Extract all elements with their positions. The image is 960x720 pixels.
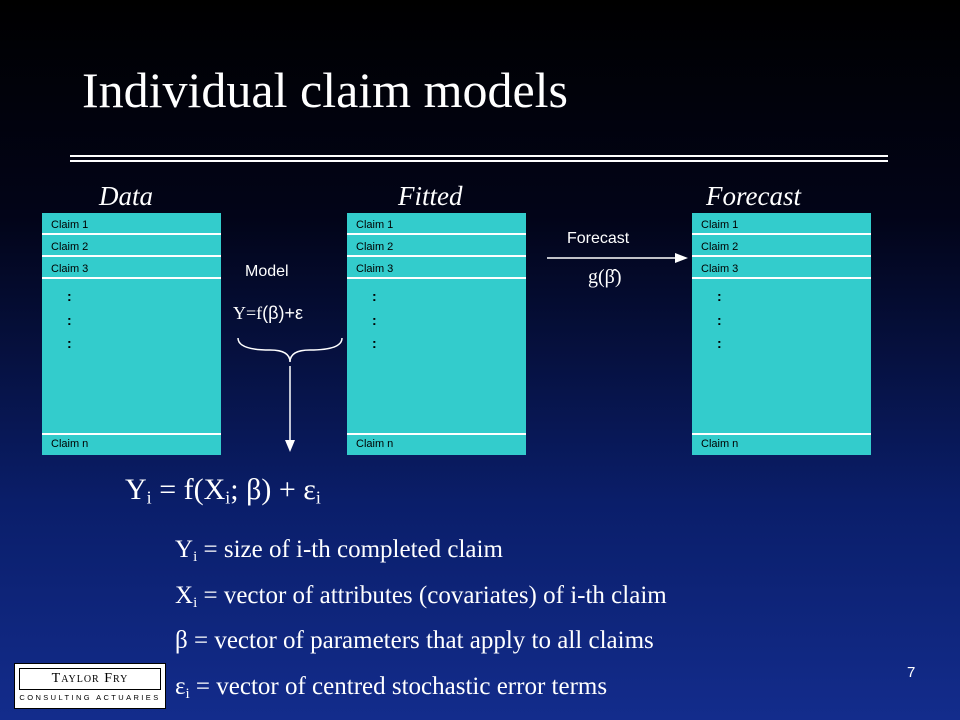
definition-symbol: β: [175, 627, 188, 654]
ellipsis-mark: :: [67, 335, 72, 351]
definition-symbol: ε: [175, 673, 186, 700]
model-equation-prefix: Y=f: [233, 303, 263, 323]
equation-sub: i: [146, 487, 152, 508]
definition-text: = vector of parameters that apply to all…: [187, 627, 654, 654]
logo-name: Taylor Fry: [19, 668, 161, 690]
company-logo: Taylor Fry CONSULTING ACTUARIES: [14, 663, 166, 709]
equation-sub: i: [225, 487, 231, 508]
claim-row: Claim 1: [692, 215, 871, 235]
claim-row: Claim 2: [692, 237, 871, 257]
column-heading-fitted: Fitted: [398, 181, 463, 211]
claim-row: Claim 1: [347, 215, 526, 235]
definition-line: Yi = size of i-th completed claim: [175, 533, 503, 574]
ellipsis-mark: :: [717, 335, 722, 351]
definition-text: = vector of attributes (covariates) of i…: [197, 582, 667, 609]
claims-panel-data: Claim 1 Claim 2 Claim 3 : : : Claim n: [42, 213, 221, 455]
title-rule-top: [70, 155, 888, 157]
ellipsis-mark: :: [372, 312, 377, 328]
definition-sub: i: [193, 594, 198, 611]
equation-tail: ; β) + ε: [230, 473, 316, 506]
ellipsis-mark: :: [67, 288, 72, 304]
definition-symbol: Y: [175, 536, 194, 563]
title-rule-bottom: [70, 160, 888, 162]
ellipsis-mark: :: [717, 312, 722, 328]
brace-arrow-graphic: [237, 337, 343, 452]
right-arrow-head-icon: [675, 253, 688, 263]
definition-sub: i: [193, 548, 198, 565]
model-equation: Y=f(β)+ε: [233, 303, 303, 324]
model-label: Model: [245, 263, 289, 280]
slide-title: Individual claim models: [82, 62, 569, 118]
forecast-function: g(β̂): [588, 266, 622, 288]
claim-row: Claim 3: [692, 259, 871, 279]
claim-row: Claim 1: [42, 215, 221, 235]
claim-row-last: Claim n: [347, 433, 526, 455]
claim-row: Claim 3: [347, 259, 526, 279]
definition-line: β = vector of parameters that apply to a…: [175, 624, 654, 658]
ellipsis-mark: :: [372, 335, 377, 351]
forecast-arrow-label: Forecast: [567, 230, 630, 247]
logo-tagline: CONSULTING ACTUARIES: [19, 693, 161, 702]
claim-row-last: Claim n: [42, 433, 221, 455]
definition-symbol: X: [175, 582, 194, 609]
equation-sub: i: [315, 487, 321, 508]
definition-sub: i: [185, 685, 190, 702]
ellipsis-mark: :: [717, 288, 722, 304]
ellipsis-mark: :: [67, 312, 72, 328]
claim-row: Claim 3: [42, 259, 221, 279]
equation-y: Y: [125, 473, 147, 506]
forecast-function-beta-hat: β̂: [604, 266, 615, 288]
ellipsis-mark: :: [372, 288, 377, 304]
curly-brace-icon: [237, 337, 343, 363]
column-heading-forecast: Forecast: [706, 181, 801, 211]
claim-row: Claim 2: [42, 237, 221, 257]
equation-mid: = f(X: [151, 473, 226, 506]
forecast-arrow-graphic: [547, 253, 688, 263]
definition-text: = size of i-th completed claim: [197, 536, 503, 563]
claims-panel-forecast: Claim 1 Claim 2 Claim 3 : : : Claim n: [692, 213, 871, 455]
forecast-function-g: g: [588, 266, 598, 288]
column-heading-data: Data: [99, 181, 153, 211]
definition-text: = vector of centred stochastic error ter…: [189, 673, 608, 700]
claim-row: Claim 2: [347, 237, 526, 257]
definition-line: Xi = vector of attributes (covariates) o…: [175, 579, 667, 620]
down-arrow-head-icon: [285, 440, 295, 452]
claim-row-last: Claim n: [692, 433, 871, 455]
model-equation-body: (β)+ε: [262, 303, 304, 323]
definition-line: εi = vector of centred stochastic error …: [175, 670, 607, 711]
page-number: 7: [907, 664, 916, 681]
main-equation: Yi = f(Xi; β) + εi: [125, 470, 321, 518]
claims-panel-fitted: Claim 1 Claim 2 Claim 3 : : : Claim n: [347, 213, 526, 455]
